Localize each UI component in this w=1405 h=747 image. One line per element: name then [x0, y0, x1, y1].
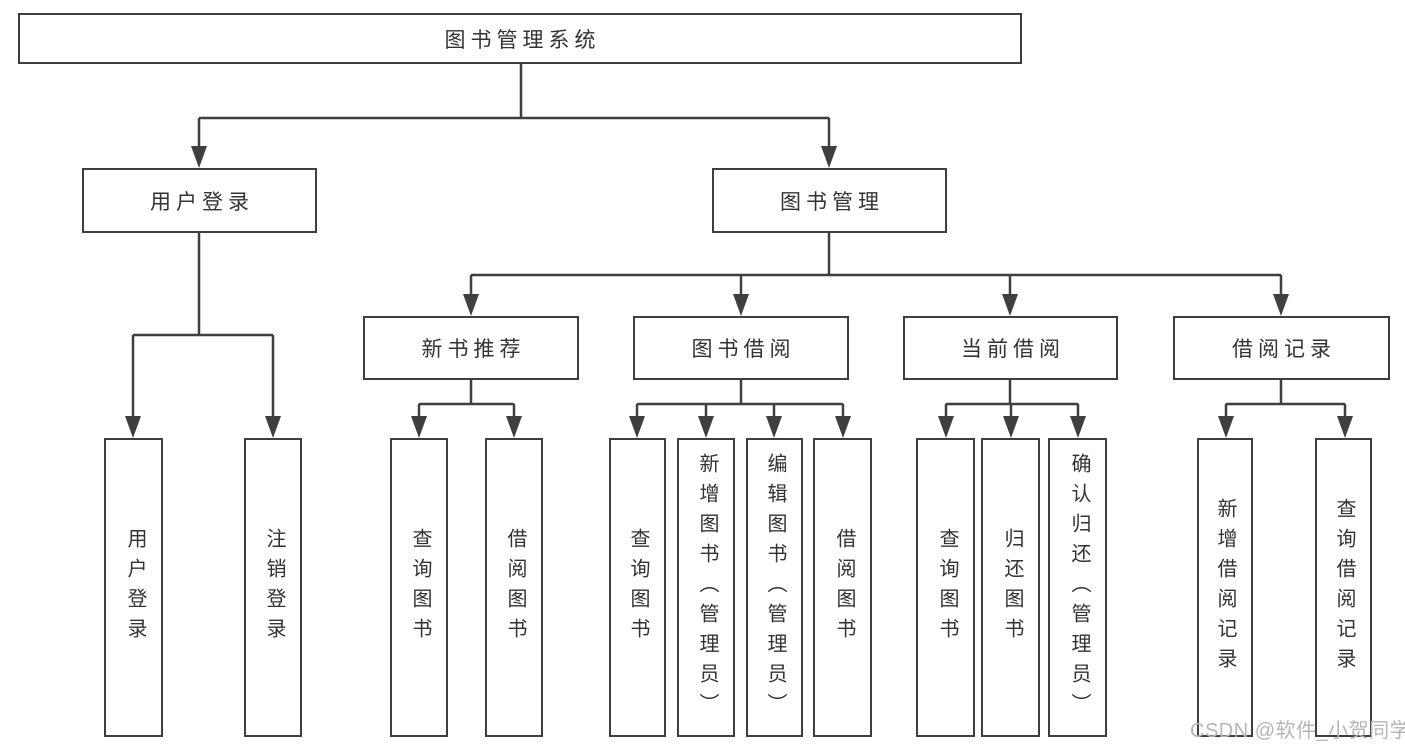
node-leaf-add-borrow-record: 新增借阅记录 — [1197, 438, 1253, 737]
node-book-borrow: 图书借阅 — [633, 316, 849, 380]
node-leaf-logout: 注销登录 — [244, 438, 302, 737]
node-leaf-borrow-books: 借阅图书 — [813, 438, 872, 737]
node-book-management: 图书管理 — [712, 168, 947, 233]
arrowhead-icons — [125, 146, 1353, 438]
node-leaf-borrow-books-recommend: 借阅图书 — [485, 438, 543, 737]
node-leaf-query-borrow-record: 查询借阅记录 — [1315, 438, 1372, 737]
node-leaf-edit-book-admin: 编辑图书（管理员） — [746, 438, 803, 737]
node-leaf-query-books-current: 查询图书 — [916, 438, 975, 737]
node-leaf-user-login: 用户登录 — [104, 438, 163, 737]
node-leaf-confirm-return-admin: 确认归还（管理员） — [1048, 438, 1107, 737]
node-borrow-records: 借阅记录 — [1173, 316, 1390, 380]
node-current-borrow: 当前借阅 — [903, 316, 1118, 380]
node-leaf-query-books-borrow: 查询图书 — [609, 438, 666, 737]
node-leaf-query-books-recommend: 查询图书 — [390, 438, 448, 737]
node-user-login: 用户登录 — [82, 168, 317, 233]
node-leaf-add-book-admin: 新增图书（管理员） — [677, 438, 735, 737]
node-root: 图书管理系统 — [18, 13, 1022, 64]
csdn-watermark: CSDN @软件_小贺同学 — [1190, 720, 1405, 742]
node-leaf-return-books: 归还图书 — [981, 438, 1040, 737]
connector-lines — [131, 64, 1347, 418]
node-new-book-recommend: 新书推荐 — [363, 316, 579, 380]
